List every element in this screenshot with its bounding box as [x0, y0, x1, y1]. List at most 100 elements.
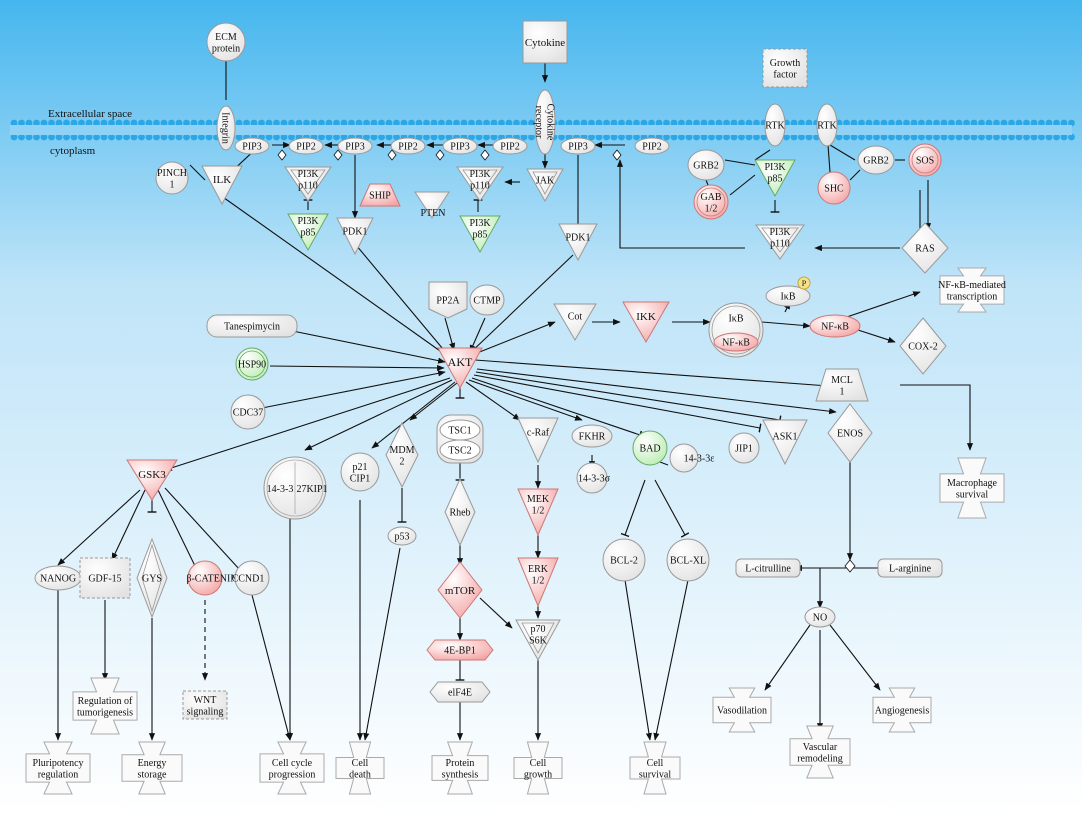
ebp1-node-label: 4E-BP1 [444, 646, 476, 657]
shc-node-label: SHC [824, 184, 844, 195]
nfkb-complex-label: NF-κB [722, 338, 750, 349]
f1433s-node-label: 14-3-3σ [578, 474, 611, 485]
gsk3-to-bcatenin-edge [157, 489, 201, 571]
larginine-node-label: L-arginine [889, 564, 932, 575]
ikb-p-node: IκB [765, 285, 811, 307]
gdf15-node: GDF-15 [79, 557, 131, 599]
phospho-badge: P [797, 276, 811, 290]
catalysis-mark [387, 149, 397, 161]
rtk1-node: RTK [764, 103, 786, 147]
p53-node-label: p53 [395, 532, 410, 543]
ikbcomplex-to-nfkb-edge [761, 321, 811, 329]
akt-to-jip1-edge [473, 374, 762, 433]
pinch-to-ilk-edge [189, 164, 206, 181]
pp2a-to-akt-edge [444, 317, 456, 351]
f1433s-node: 14-3-3σ [576, 462, 611, 494]
jak-node-label: JAK [536, 176, 555, 187]
pip2-b-node-label: PIP2 [398, 142, 417, 153]
akt-to-mdm2-edge [409, 382, 458, 421]
cyto-receptor-node-label: Cytokinereceptor [533, 104, 556, 141]
nfkb-to-transcription-edge [837, 291, 921, 321]
cot-node-label: Cot [568, 312, 583, 323]
gdf15-node-label: GDF-15 [88, 574, 121, 585]
mtor-to-p70-edge [479, 597, 513, 629]
bad-node: BAD [632, 430, 668, 466]
bcl2-node-label: BCL-2 [610, 556, 638, 567]
elf4e-node-label: elF4E [448, 688, 472, 699]
mcl1-to-macrophage-edge [900, 384, 974, 451]
cytoplasm-label: cytoplasm [50, 145, 96, 157]
f1433e-node-label: 14-3-3ε [684, 454, 715, 465]
nfkb-node: NF-κB [809, 314, 861, 338]
rheb-node: Rheb [444, 477, 476, 547]
akt-to-cot-edge [471, 321, 556, 356]
enos-node: ENOS [827, 403, 873, 463]
vasodilation-node-label: Vasodilation [717, 706, 767, 717]
pip2-a-node-label: PIP2 [296, 142, 315, 153]
f1433e-node: 14-3-3ε [669, 443, 715, 473]
vasodilation-node: Vasodilation [712, 687, 772, 733]
gys-node: GYS [136, 537, 168, 619]
catalysis-mark [480, 149, 490, 161]
nanog-node: NANOG [34, 565, 82, 591]
mtor-node: mTOR [437, 561, 483, 619]
pip3-d-node-label: PIP3 [568, 142, 587, 153]
ikb-complex-label: IκB [728, 314, 743, 325]
larginine-node: L-arginine [877, 558, 943, 578]
fkhr-node: FKHR [571, 424, 613, 448]
pip2-a-node: PIP2 [288, 137, 324, 155]
pp2a-node-label: PP2A [436, 296, 460, 307]
elf4e-node: elF4E [429, 681, 491, 703]
tanespimycin-node: Tanespimycin [206, 314, 298, 338]
bcl2-to-survival-edge [624, 579, 652, 741]
extracellular-space-label: Extracellular space [48, 108, 132, 120]
nfkb-node-label: NF-κB [821, 322, 849, 333]
rtk2-node: RTK [816, 103, 838, 147]
akt-to-mcl1-edge [474, 359, 843, 390]
shc-node: SHC [817, 171, 851, 205]
nfkb-to-cox2-edge [857, 329, 896, 343]
integrin-node-label: Integrin [220, 112, 231, 144]
ikk-node-label: IKK [636, 311, 656, 323]
ccnd1-to-cellcycle-edge [251, 594, 292, 741]
no-to-vasodilation-edge [764, 624, 811, 691]
pip3-a-node: PIP3 [234, 137, 270, 155]
grb2-a-node-label: GRB2 [693, 161, 719, 172]
bcl2-node: BCL-2 [602, 538, 646, 582]
cdc37-node-label: CDC37 [233, 408, 264, 419]
pten-node-label: PTEN [421, 208, 446, 219]
cot-node: Cot [553, 303, 597, 341]
catalysis-mark [612, 149, 622, 161]
catalysis-mark [277, 149, 287, 161]
pip3-a-node-label: PIP3 [242, 142, 261, 153]
no-to-angiogenesis-edge [829, 624, 881, 691]
ikb-p-node-label: IκB [780, 292, 795, 303]
pdk1-b-node: PDK1 [558, 223, 598, 262]
shc-to-grb2b-edge [849, 169, 861, 181]
ctmp-node-label: CTMP [473, 296, 501, 307]
pdk1-a-node-label: PDK1 [342, 227, 367, 238]
ilk-to-akt-edge [219, 194, 451, 359]
grb2-b-node-label: GRB2 [863, 156, 889, 167]
gsk3-to-gdf15-edge [111, 489, 146, 561]
